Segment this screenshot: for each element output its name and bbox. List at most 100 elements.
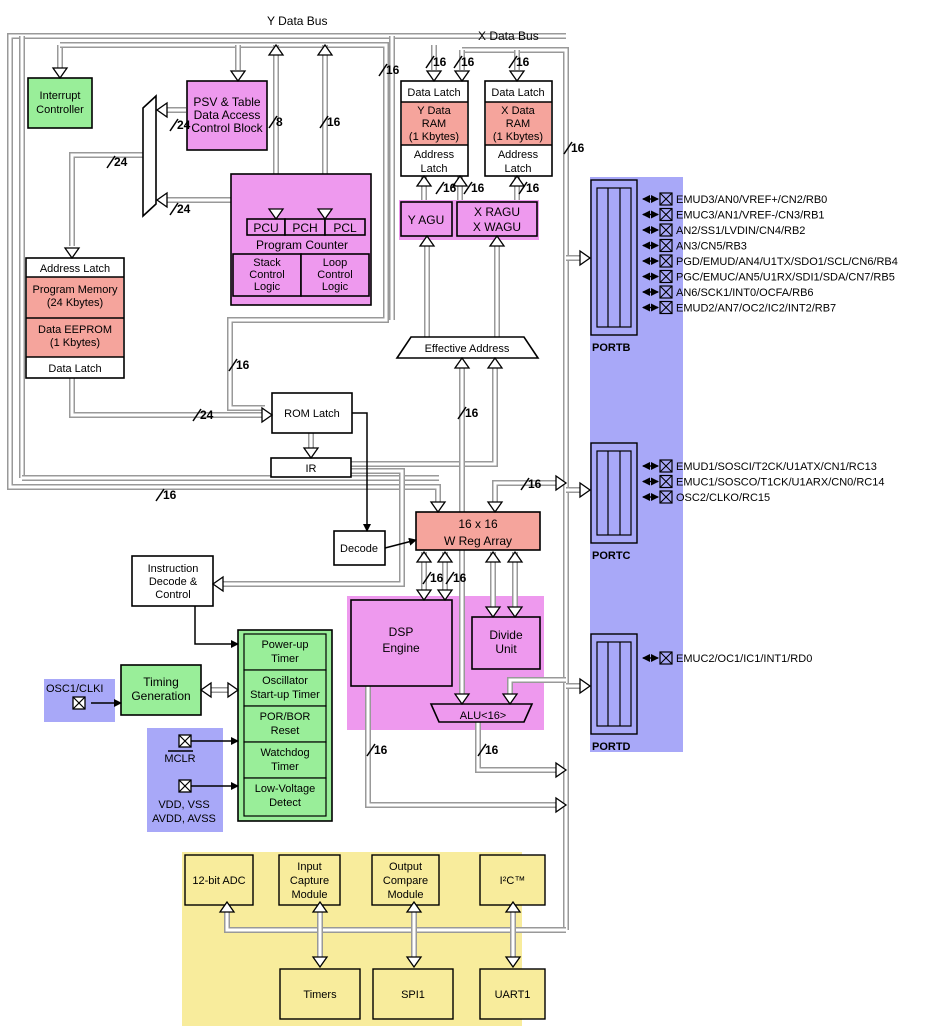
width-pcu: 8	[276, 115, 283, 129]
rom-latch-block: ROM Latch	[271, 392, 353, 434]
bus-arrow-22	[453, 693, 471, 706]
dsp-engine-block: DSP Engine	[350, 599, 453, 687]
svg-text:Timing: Timing	[143, 675, 179, 689]
port-pin: OSC2/CLKO/RC15	[642, 490, 770, 504]
bus-arrow-8	[488, 234, 506, 247]
svg-text:Control: Control	[317, 269, 352, 281]
reset-timer-label: Power-up	[261, 639, 308, 651]
wreg-to-xbus	[492, 480, 556, 502]
svg-text:Effective Address: Effective Address	[425, 343, 510, 355]
port-pin-label: PGD/EMUD/AN4/U1TX/SDO1/SCL/CN6/RB4	[676, 256, 898, 268]
svg-text:(1 Kbytes): (1 Kbytes)	[409, 131, 459, 143]
width-rom-bus-slash	[228, 358, 238, 372]
program-counter-block: PCU PCH PCL Program Counter Stack Contro…	[230, 173, 372, 306]
bus-arrow-10	[486, 356, 504, 369]
y-data-bus-label: Y Data Bus	[267, 14, 327, 28]
svg-text:Decode: Decode	[340, 543, 378, 555]
svg-text:Stack: Stack	[253, 257, 281, 269]
decode-block: Decode	[333, 530, 386, 566]
port-pin: EMUD3/AN0/VREF+/CN2/RB0	[642, 192, 827, 206]
port-portc: PORTCEMUD1/SOSCI/T2CK/U1ATX/CN1/RC13EMUC…	[590, 442, 884, 562]
width-xagu-1-slash	[463, 181, 473, 195]
peripheral-label: Module	[387, 889, 423, 901]
width-xram-slash	[508, 55, 518, 69]
bus-arrow-48	[504, 956, 522, 969]
bus-arrow-47	[405, 956, 423, 969]
bus-arrow-42	[218, 900, 236, 913]
mclr-pin: MCLR	[164, 750, 196, 765]
width-wreg-dsp-1-slash	[422, 571, 432, 585]
x-data-bus-label: X Data Bus	[478, 29, 539, 43]
bus-arrow-16	[579, 677, 592, 695]
wreg-to-xbus-inner	[493, 481, 556, 502]
mux-to-addr-latch-inner	[70, 153, 143, 246]
bus-arrow-37	[316, 43, 334, 56]
bus-arrow-27	[155, 191, 168, 209]
bus-arrow-23	[501, 693, 519, 706]
peripheral-block: 12-bit ADC	[184, 854, 254, 906]
alu-block: ALU<16>	[429, 703, 534, 723]
effective-address-block: Effective Address	[395, 336, 540, 359]
svg-text:VDD, VSS: VDD, VSS	[158, 799, 209, 811]
width-mux-pm: 24	[114, 155, 128, 169]
svg-text:Data Latch: Data Latch	[491, 87, 544, 99]
width-ydata-return-slash	[155, 488, 165, 502]
port-pin-label: EMUD1/SOSCI/T2CK/U1ATX/CN1/RC13	[676, 461, 877, 473]
svg-text:PCL: PCL	[333, 221, 357, 235]
width-ydata-slash	[378, 63, 388, 77]
bus-arrow-39	[436, 550, 454, 563]
width-alu-out-slash	[477, 743, 487, 757]
bus-arrow-26	[155, 101, 168, 119]
svg-text:Y AGU: Y AGU	[408, 213, 444, 227]
port-pin-label: PGC/EMUC/AN5/U1RX/SDI1/SDA/CN7/RB5	[676, 272, 895, 284]
reset-timer-label: Start-up Timer	[250, 689, 320, 701]
y-data-bus-inner	[8, 34, 566, 502]
rom-to-decode-wire	[352, 412, 371, 532]
port-pin-label: OSC2/CLKO/RC15	[676, 492, 770, 504]
bus-arrow-11	[429, 501, 447, 514]
mux-to-addr-latch	[69, 152, 143, 246]
width-xagu-2: 16	[526, 181, 540, 195]
width-wreg-xbus-slash	[520, 477, 530, 491]
timing-generation-block: Timing Generation	[120, 664, 202, 716]
width-pc-mux-slash	[169, 202, 179, 216]
svg-text:(1 Kbytes): (1 Kbytes)	[493, 131, 543, 143]
port-pin: AN6/SCK1/INT0/OCFA/RB6	[642, 285, 814, 299]
port-pin: EMUC1/SOSCO/T1CK/U1ARX/CN0/RC14	[642, 474, 884, 489]
idecode-to-reset-wire	[194, 606, 239, 648]
port-pin: EMUC3/AN1/VREF-/CN3/RB1	[642, 207, 825, 222]
bus-arrow-31	[453, 70, 471, 83]
bus-arrow-0	[51, 67, 69, 80]
peripheral-label: SPI1	[401, 989, 425, 1001]
ir-to-idecode-inner	[220, 469, 404, 586]
psv-table-block: PSV & Table Data Access Control Block	[186, 80, 268, 151]
svg-text:ROM Latch: ROM Latch	[284, 408, 340, 420]
port-pin: AN2/SS1/LVDIN/CN4/RB2	[642, 223, 805, 237]
peripheral-label: Timers	[303, 989, 337, 1001]
bus-arrow-35	[508, 174, 526, 187]
decode-to-wreg-wire	[384, 537, 417, 549]
width-alu-out: 16	[485, 743, 499, 757]
bus-arrow-36	[267, 43, 285, 56]
svg-text:Data EEPROM: Data EEPROM	[38, 324, 112, 336]
svg-text:Control Block: Control Block	[191, 121, 263, 135]
width-dsp-out: 16	[374, 743, 388, 757]
width-xbus-slash	[563, 141, 573, 155]
svg-text:Address Latch: Address Latch	[40, 263, 110, 275]
port-pin: AN3/CN5/RB3	[642, 238, 747, 253]
width-yram: 16	[433, 55, 447, 69]
width-xagu-2-slash	[518, 181, 528, 195]
width-rom-bus: 16	[236, 358, 250, 372]
svg-text:Interrupt: Interrupt	[40, 90, 81, 102]
reset-timer-label: Timer	[271, 653, 299, 665]
svg-text:Instruction: Instruction	[148, 563, 199, 575]
bus-arrow-34	[451, 174, 469, 187]
svg-text:PCU: PCU	[253, 221, 278, 235]
bus-arrow-13	[555, 474, 568, 492]
bus-arrow-6	[302, 447, 320, 460]
